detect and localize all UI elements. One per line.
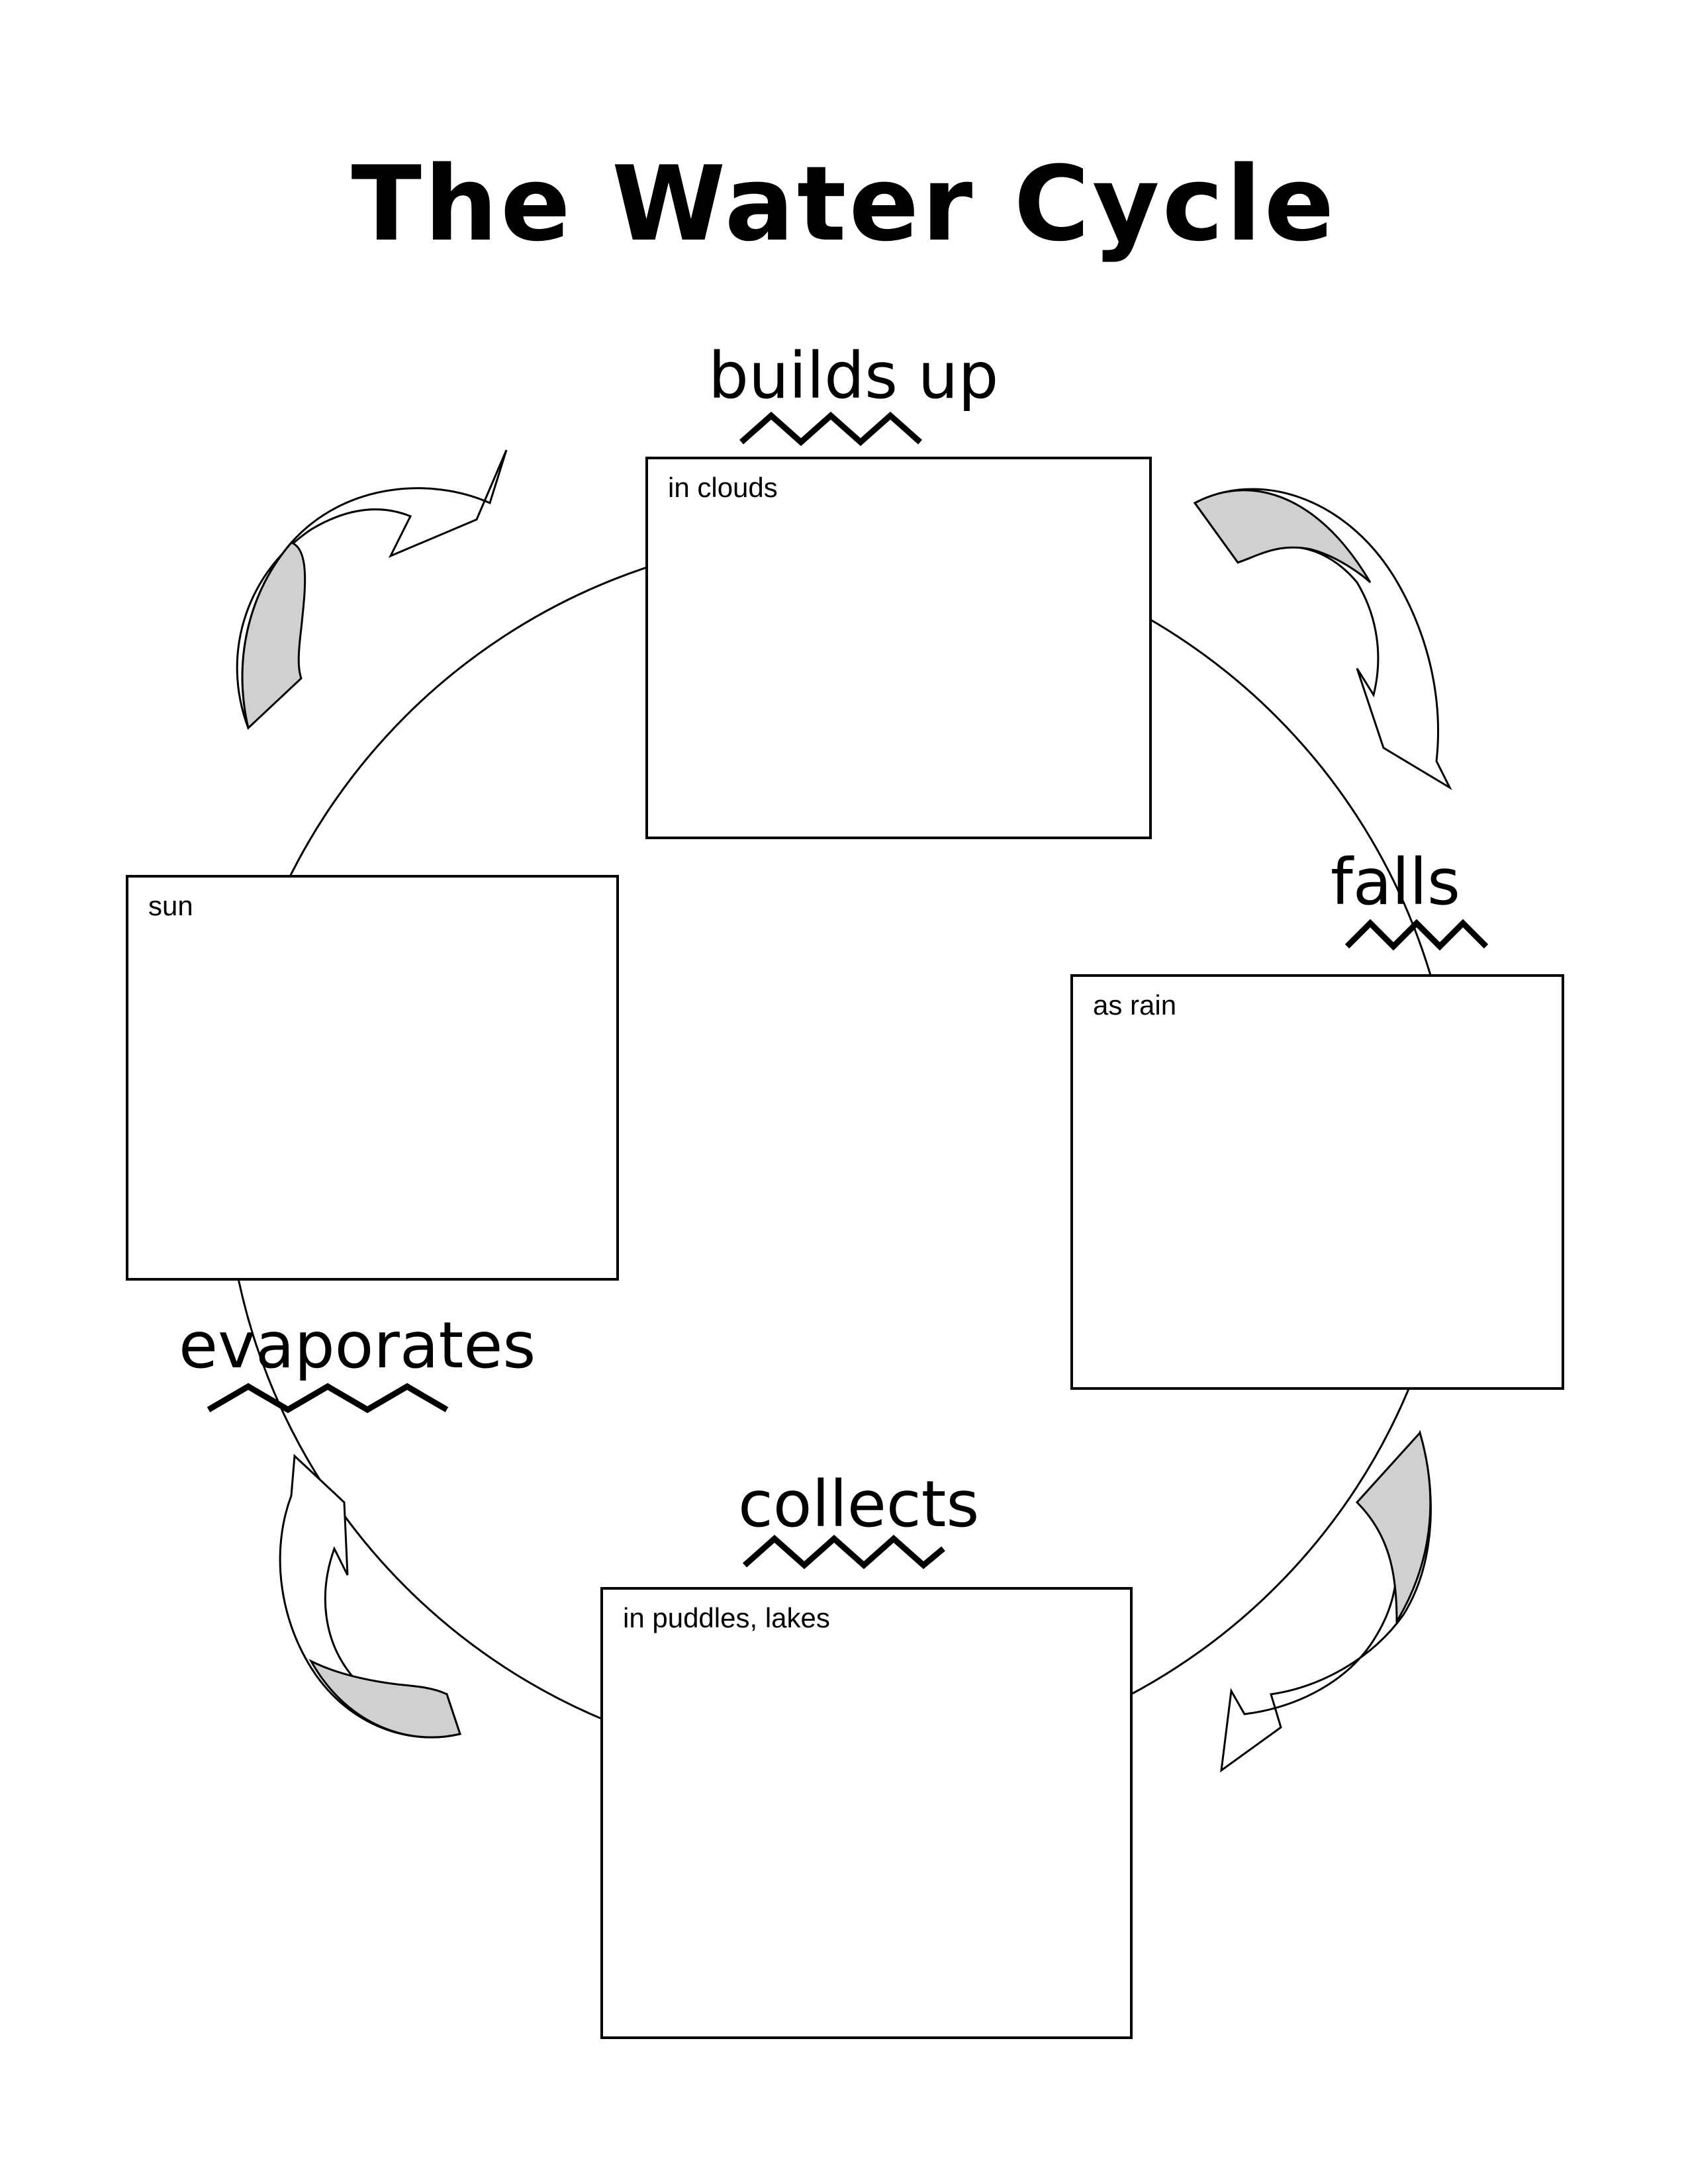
label-falls: falls: [1331, 845, 1460, 919]
collects-zigzag: [743, 1534, 945, 1570]
label-collects: collects: [738, 1467, 980, 1541]
box-builds-up: in clouds: [645, 457, 1152, 839]
box-falls: as rain: [1070, 974, 1564, 1390]
arrow-bottom-left: [279, 1453, 461, 1739]
builds-up-zigzag: [739, 411, 922, 447]
page-title: The Water Cycle: [351, 144, 1337, 264]
arrow-bottom-right: [1220, 1430, 1432, 1773]
note-evaporates: sun: [148, 890, 193, 921]
label-evaporates: evaporates: [179, 1308, 536, 1383]
label-builds-up: builds up: [708, 339, 999, 413]
note-builds-up: in clouds: [668, 472, 778, 503]
box-collects: in puddles, lakes: [600, 1587, 1133, 2039]
falls-zigzag: [1344, 919, 1489, 951]
note-falls: as rain: [1093, 989, 1177, 1021]
arrow-top-right: [1193, 488, 1452, 790]
box-evaporates: sun: [126, 875, 619, 1281]
note-collects: in puddles, lakes: [623, 1602, 830, 1633]
evaporates-zigzag: [207, 1383, 449, 1414]
arrow-top-left: [236, 449, 508, 730]
